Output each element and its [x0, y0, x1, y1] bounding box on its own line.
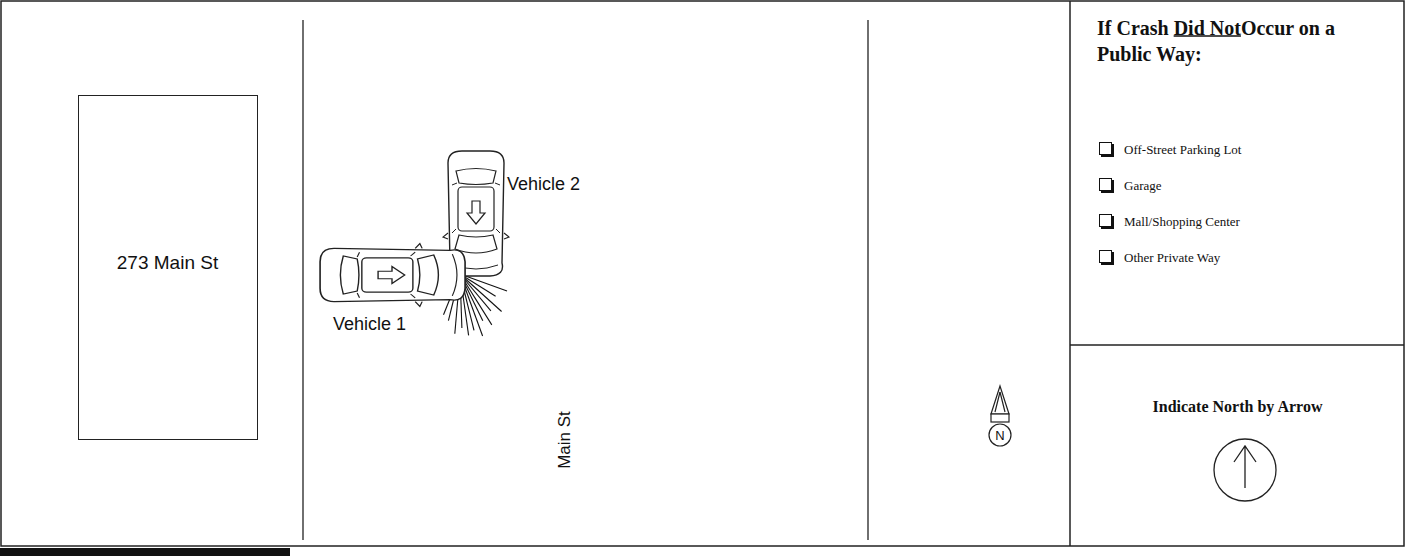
impact-stroke: [460, 274, 502, 312]
checkbox: [1099, 250, 1112, 263]
building-box: 273 Main St: [78, 95, 258, 440]
checkbox-option: Other Private Way: [1099, 250, 1220, 266]
checkbox-option: Off-Street Parking Lot: [1099, 142, 1241, 158]
form-panel: If Crash Did NotOccur on a Public Way: Of…: [1071, 2, 1404, 344]
north-instruction: Indicate North by Arrow: [1153, 398, 1323, 416]
vehicle-label: Vehicle 2: [507, 174, 580, 195]
vehicle-label: Vehicle 1: [333, 314, 406, 335]
checkbox: [1099, 178, 1112, 191]
north-letter: N: [995, 428, 1004, 443]
checkbox-option: Garage: [1099, 178, 1162, 194]
form-panel: Indicate North by Arrow: [1071, 346, 1404, 545]
checkbox: [1099, 214, 1112, 227]
checkbox: [1099, 142, 1112, 155]
street-name: Main St: [555, 411, 575, 469]
form-heading: If Crash Did NotOccur on a Public Way:: [1097, 15, 1357, 67]
checkbox-option: Mall/Shopping Center: [1099, 214, 1240, 230]
address-label: 273 Main St: [117, 252, 218, 274]
